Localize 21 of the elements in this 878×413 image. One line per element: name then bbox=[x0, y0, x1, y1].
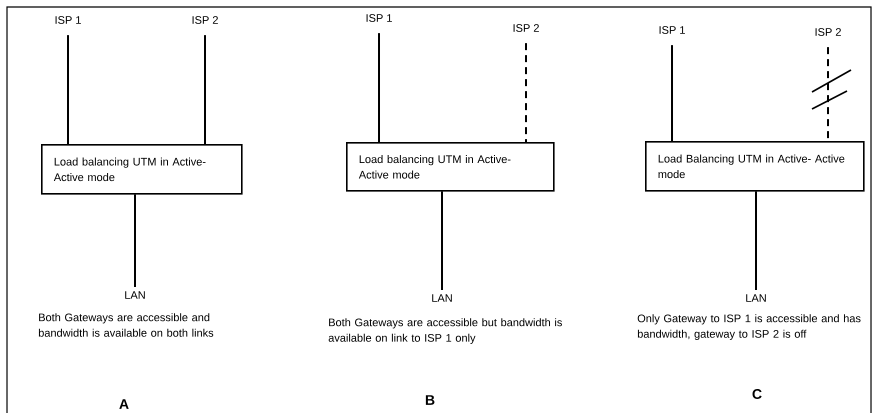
isp-label: ISP 2 bbox=[514, 24, 539, 32]
device-box: Load Balancing UTM in Active- Active mode bbox=[645, 141, 865, 192]
panel-letter: A bbox=[119, 399, 129, 409]
isp-label: ISP 2 bbox=[192, 16, 218, 24]
isp-label: ISP 1 bbox=[56, 16, 81, 24]
connection-line bbox=[441, 192, 443, 290]
device-box: Load balancing UTM in Active- Active mode bbox=[346, 142, 555, 192]
isp-label: ISP 2 bbox=[816, 28, 841, 36]
lan-label: LAN bbox=[125, 291, 145, 299]
caption-text: Only Gateway to ISP 1 is accessible and has bandwidth, gateway to ISP 2 is off bbox=[638, 314, 861, 340]
isp-label: ISP 1 bbox=[366, 14, 392, 22]
connection-line bbox=[134, 194, 136, 288]
connection-line bbox=[755, 192, 757, 290]
panel-letter: B bbox=[426, 395, 434, 405]
caption-text: Both Gateways are accessible and bandwidth is available on both links bbox=[38, 313, 214, 337]
caption-text: Both Gateways are accessible but bandwidth is available on link to ISP 1 only bbox=[328, 318, 562, 344]
panel-letter: C bbox=[752, 389, 762, 399]
lan-label: LAN bbox=[432, 294, 452, 302]
isp-label: ISP 1 bbox=[660, 26, 685, 34]
device-box: Load balancing UTM in Active-Active mode bbox=[41, 144, 243, 195]
lan-label: LAN bbox=[746, 294, 766, 302]
